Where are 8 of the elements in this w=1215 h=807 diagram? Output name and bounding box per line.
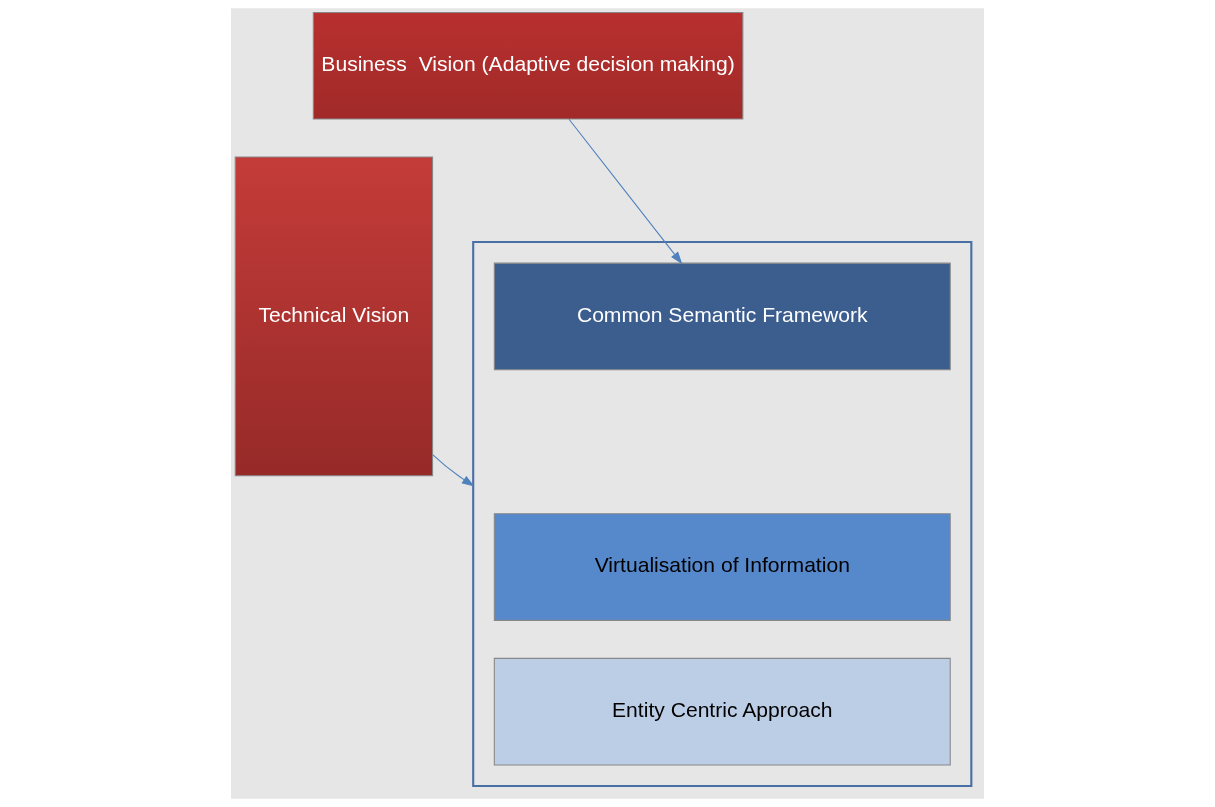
arrow — [432, 454, 475, 487]
node-box: Business Vision (Adaptive decision making) — [312, 11, 744, 120]
node-box: Entity Centric Approach — [493, 657, 951, 766]
arrow — [568, 118, 683, 265]
node-box: Common Semantic Framework — [493, 262, 951, 371]
node-box: Technical Vision — [234, 156, 434, 477]
cluster — [472, 240, 973, 788]
node-box: Virtualisation of Information — [493, 513, 951, 621]
